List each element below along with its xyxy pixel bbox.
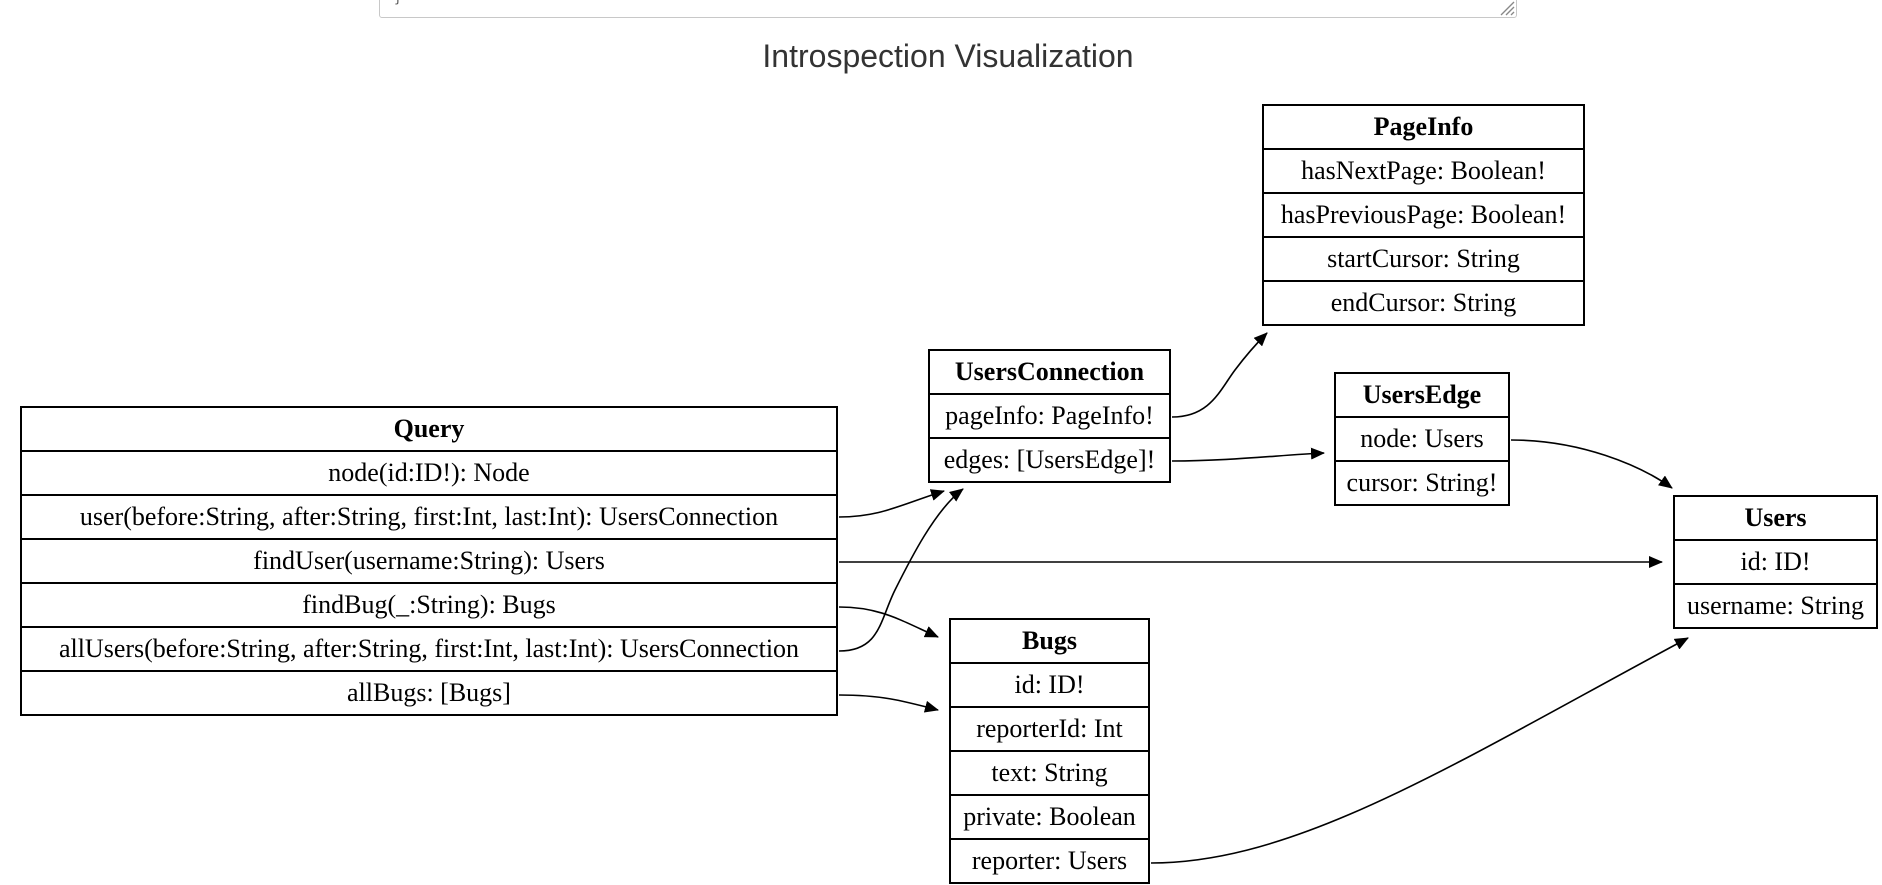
field-users-username: username: String bbox=[1673, 583, 1878, 629]
resize-grip-icon[interactable] bbox=[1495, 0, 1515, 16]
query-textarea[interactable]: } bbox=[379, 0, 1517, 18]
field-bugs-private: private: Boolean bbox=[949, 794, 1150, 840]
field-pageinfo-hasnextpage: hasNextPage: Boolean! bbox=[1262, 148, 1585, 194]
field-query-allbugs: allBugs: [Bugs] bbox=[20, 670, 838, 716]
field-pageinfo-haspreviouspage: hasPreviousPage: Boolean! bbox=[1262, 192, 1585, 238]
type-name-query: Query bbox=[20, 406, 838, 452]
field-users-id: id: ID! bbox=[1673, 539, 1878, 585]
field-query-user: user(before:String, after:String, first:… bbox=[20, 494, 838, 540]
field-pageinfo-endcursor: endCursor: String bbox=[1262, 280, 1585, 326]
type-name-usersconnection: UsersConnection bbox=[928, 349, 1171, 395]
field-query-findbug: findBug(_:String): Bugs bbox=[20, 582, 838, 628]
type-name-users: Users bbox=[1673, 495, 1878, 541]
field-usersconnection-pageinfo: pageInfo: PageInfo! bbox=[928, 393, 1171, 439]
textarea-content: } bbox=[394, 0, 402, 6]
edge-query-allbugs-to-bugs bbox=[838, 694, 939, 713]
edge-bugs-reporter-to-users bbox=[1150, 637, 1689, 864]
field-query-allusers: allUsers(before:String, after:String, fi… bbox=[20, 626, 838, 672]
type-node-users[interactable]: Users id: ID! username: String bbox=[1673, 495, 1878, 629]
field-usersconnection-edges: edges: [UsersEdge]! bbox=[928, 437, 1171, 483]
edge-query-user-to-usersconnection bbox=[838, 489, 945, 518]
edge-usersedge-node-to-users bbox=[1510, 439, 1673, 489]
field-query-finduser: findUser(username:String): Users bbox=[20, 538, 838, 584]
edge-usersconnection-pageinfo-to-pageinfo bbox=[1171, 332, 1268, 418]
type-node-usersedge[interactable]: UsersEdge node: Users cursor: String! bbox=[1334, 372, 1510, 506]
field-usersedge-cursor: cursor: String! bbox=[1334, 460, 1510, 506]
type-name-pageinfo: PageInfo bbox=[1262, 104, 1585, 150]
page-title: Introspection Visualization bbox=[762, 38, 1134, 74]
edge-query-allusers-to-usersconnection bbox=[838, 488, 964, 652]
field-pageinfo-startcursor: startCursor: String bbox=[1262, 236, 1585, 282]
field-bugs-id: id: ID! bbox=[949, 662, 1150, 708]
edge-query-findbug-to-bugs bbox=[838, 606, 939, 638]
type-node-pageinfo[interactable]: PageInfo hasNextPage: Boolean! hasPrevio… bbox=[1262, 104, 1585, 326]
type-node-bugs[interactable]: Bugs id: ID! reporterId: Int text: Strin… bbox=[949, 618, 1150, 884]
field-bugs-reporter: reporter: Users bbox=[949, 838, 1150, 884]
field-bugs-text: text: String bbox=[949, 750, 1150, 796]
type-node-usersconnection[interactable]: UsersConnection pageInfo: PageInfo! edge… bbox=[928, 349, 1171, 483]
type-name-bugs: Bugs bbox=[949, 618, 1150, 664]
edge-usersconnection-edges-to-usersedge bbox=[1171, 447, 1325, 462]
type-name-usersedge: UsersEdge bbox=[1334, 372, 1510, 418]
field-usersedge-node: node: Users bbox=[1334, 416, 1510, 462]
type-node-query[interactable]: Query node(id:ID!): Node user(before:Str… bbox=[20, 406, 838, 716]
field-query-node: node(id:ID!): Node bbox=[20, 450, 838, 496]
field-bugs-reporterid: reporterId: Int bbox=[949, 706, 1150, 752]
